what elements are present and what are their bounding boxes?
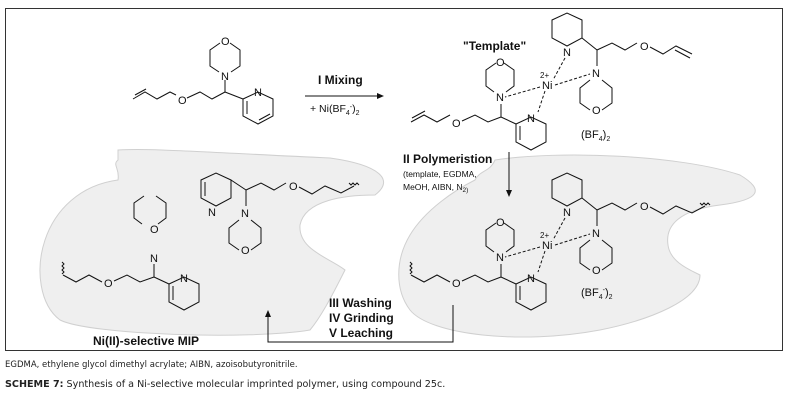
- counterion-top: (BF4)2: [581, 129, 610, 143]
- arrowhead-icon: [377, 93, 384, 99]
- atom-oxygen: O: [221, 36, 230, 48]
- imprinted-complex: N O N O 2+ Ni N O O N (BF4-)2: [409, 172, 711, 311]
- nickel-atom: Ni: [542, 80, 552, 92]
- atom-nitrogen: N: [527, 113, 535, 125]
- step1-reagent: + Ni(BF4-)2: [310, 103, 360, 117]
- charge-label: 2+: [540, 71, 549, 80]
- arrowhead-icon: [506, 190, 512, 197]
- steps-3-5-connector: [267, 305, 454, 343]
- atom-oxygen: O: [241, 245, 250, 257]
- ligand-molecule: O N O N: [132, 36, 274, 125]
- counterion-bottom: (BF4-)2: [581, 287, 613, 301]
- atom-oxygen: O: [592, 105, 601, 117]
- atom-nitrogen: N: [150, 253, 158, 265]
- atom-nitrogen: N: [254, 87, 262, 99]
- atom-oxygen: O: [496, 217, 505, 229]
- atom-oxygen: O: [452, 118, 461, 130]
- atom-oxygen: O: [178, 95, 187, 107]
- footnote: EGDMA, ethylene glycol dimethyl acrylate…: [5, 360, 298, 370]
- atom-nitrogen: N: [208, 207, 216, 219]
- atom-nitrogen: N: [241, 208, 249, 220]
- atom-oxygen: O: [104, 278, 113, 290]
- step4-label: IV Grinding: [329, 311, 394, 325]
- atom-nitrogen: N: [496, 92, 504, 104]
- step2-conditions-line2: MeOH, AIBN, N2): [403, 182, 468, 194]
- caption-text: Synthesis of a Ni-selective molecular im…: [63, 379, 446, 390]
- step3-label: III Washing: [329, 296, 392, 310]
- atom-oxygen: O: [592, 265, 601, 277]
- step5-label: V Leaching: [329, 326, 393, 340]
- atom-oxygen: O: [289, 181, 298, 193]
- step2-label: II Polymeristion: [403, 152, 492, 166]
- atom-nitrogen: N: [180, 273, 188, 285]
- polymer-matrix-right: [398, 154, 756, 338]
- atom-nitrogen: N: [527, 273, 535, 285]
- mip-label: Ni(II)-selective MIP: [93, 334, 199, 348]
- atom-oxygen: O: [640, 41, 649, 53]
- atom-nitrogen: N: [592, 68, 600, 80]
- step1-label: I Mixing: [318, 73, 363, 87]
- reaction-scheme: O N O N I Mixing + Ni(BF4-)2 "Template" …: [39, 12, 756, 348]
- scheme-frame: [5, 8, 783, 351]
- polymer-matrix-left: [39, 148, 385, 336]
- charge-label: 2+: [540, 231, 549, 240]
- atom-nitrogen: N: [496, 252, 504, 264]
- atom-nitrogen: N: [221, 71, 229, 83]
- atom-nitrogen: N: [563, 47, 571, 59]
- step2-conditions-line1: (template, EGDMA,: [403, 169, 477, 179]
- atom-nitrogen: N: [592, 228, 600, 240]
- atom-oxygen: O: [452, 278, 461, 290]
- caption-prefix: SCHEME 7:: [5, 379, 64, 390]
- scheme-caption: SCHEME 7: Synthesis of a Ni-selective mo…: [5, 379, 445, 390]
- atom-oxygen: O: [496, 57, 505, 69]
- arrowhead-icon: [265, 310, 271, 317]
- nickel-atom: Ni: [542, 240, 552, 252]
- template-label: "Template": [463, 39, 526, 53]
- template-complex: "Template" N O N O 2+ Ni N O O: [410, 12, 693, 151]
- atom-oxygen: O: [640, 201, 649, 213]
- atom-oxygen: O: [150, 224, 159, 236]
- mip-cavity: N O N O O N O N Ni(II)-selective MIP: [61, 172, 360, 348]
- atom-nitrogen: N: [563, 207, 571, 219]
